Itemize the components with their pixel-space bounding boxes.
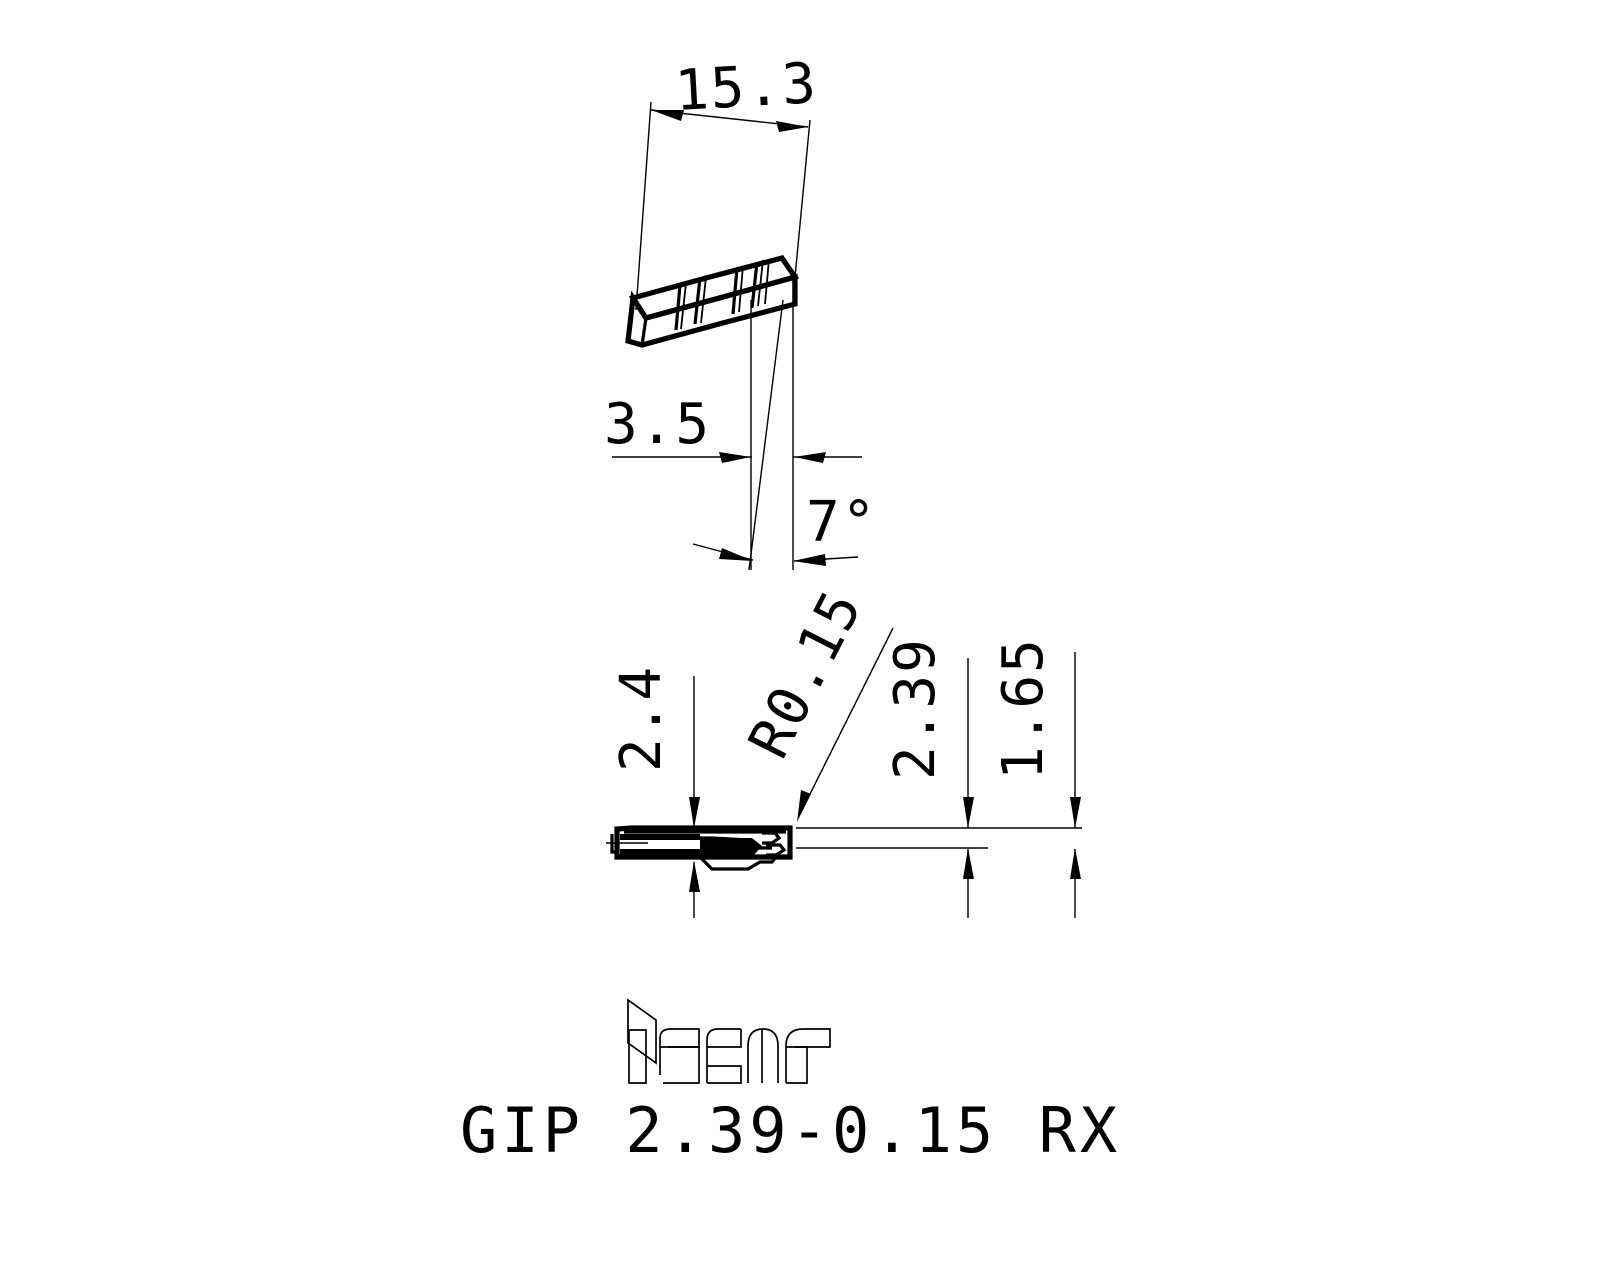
page-title: GIP 2.39-0.15 RX: [460, 1094, 1121, 1167]
angle-reference-lines: [748, 280, 794, 571]
dimension-line-2-39: [963, 658, 974, 918]
dimension-text-1-65: 1.65: [991, 637, 1056, 780]
dimension-line-1-65: [1070, 652, 1081, 918]
dimension-text-2-39: 2.39: [883, 637, 948, 780]
dimension-text-15-3: 15.3: [673, 51, 819, 124]
isometric-view: 15.3: [604, 51, 877, 571]
dimension-line-3-5: [612, 452, 862, 463]
extension-lines-15-3: [635, 101, 811, 311]
dimension-text-2-4: 2.4: [609, 665, 674, 772]
insert-side-profile: [610, 825, 793, 871]
dimension-text-r0-15: R0.15: [737, 580, 876, 769]
iscar-logo: [627, 998, 831, 1084]
side-view: 2.4 R0.15 2.39 1.65: [606, 580, 1082, 918]
leader-line-r0-15: [797, 627, 894, 822]
insert-body-isometric: [625, 255, 800, 348]
dimension-text-7-deg: 7°: [806, 490, 877, 555]
dimension-line-15-3: [650, 109, 809, 132]
dimension-line-2-4: [689, 676, 700, 918]
dimension-text-3-5: 3.5: [604, 392, 711, 457]
dimension-arrows-7-deg: [692, 543, 859, 566]
